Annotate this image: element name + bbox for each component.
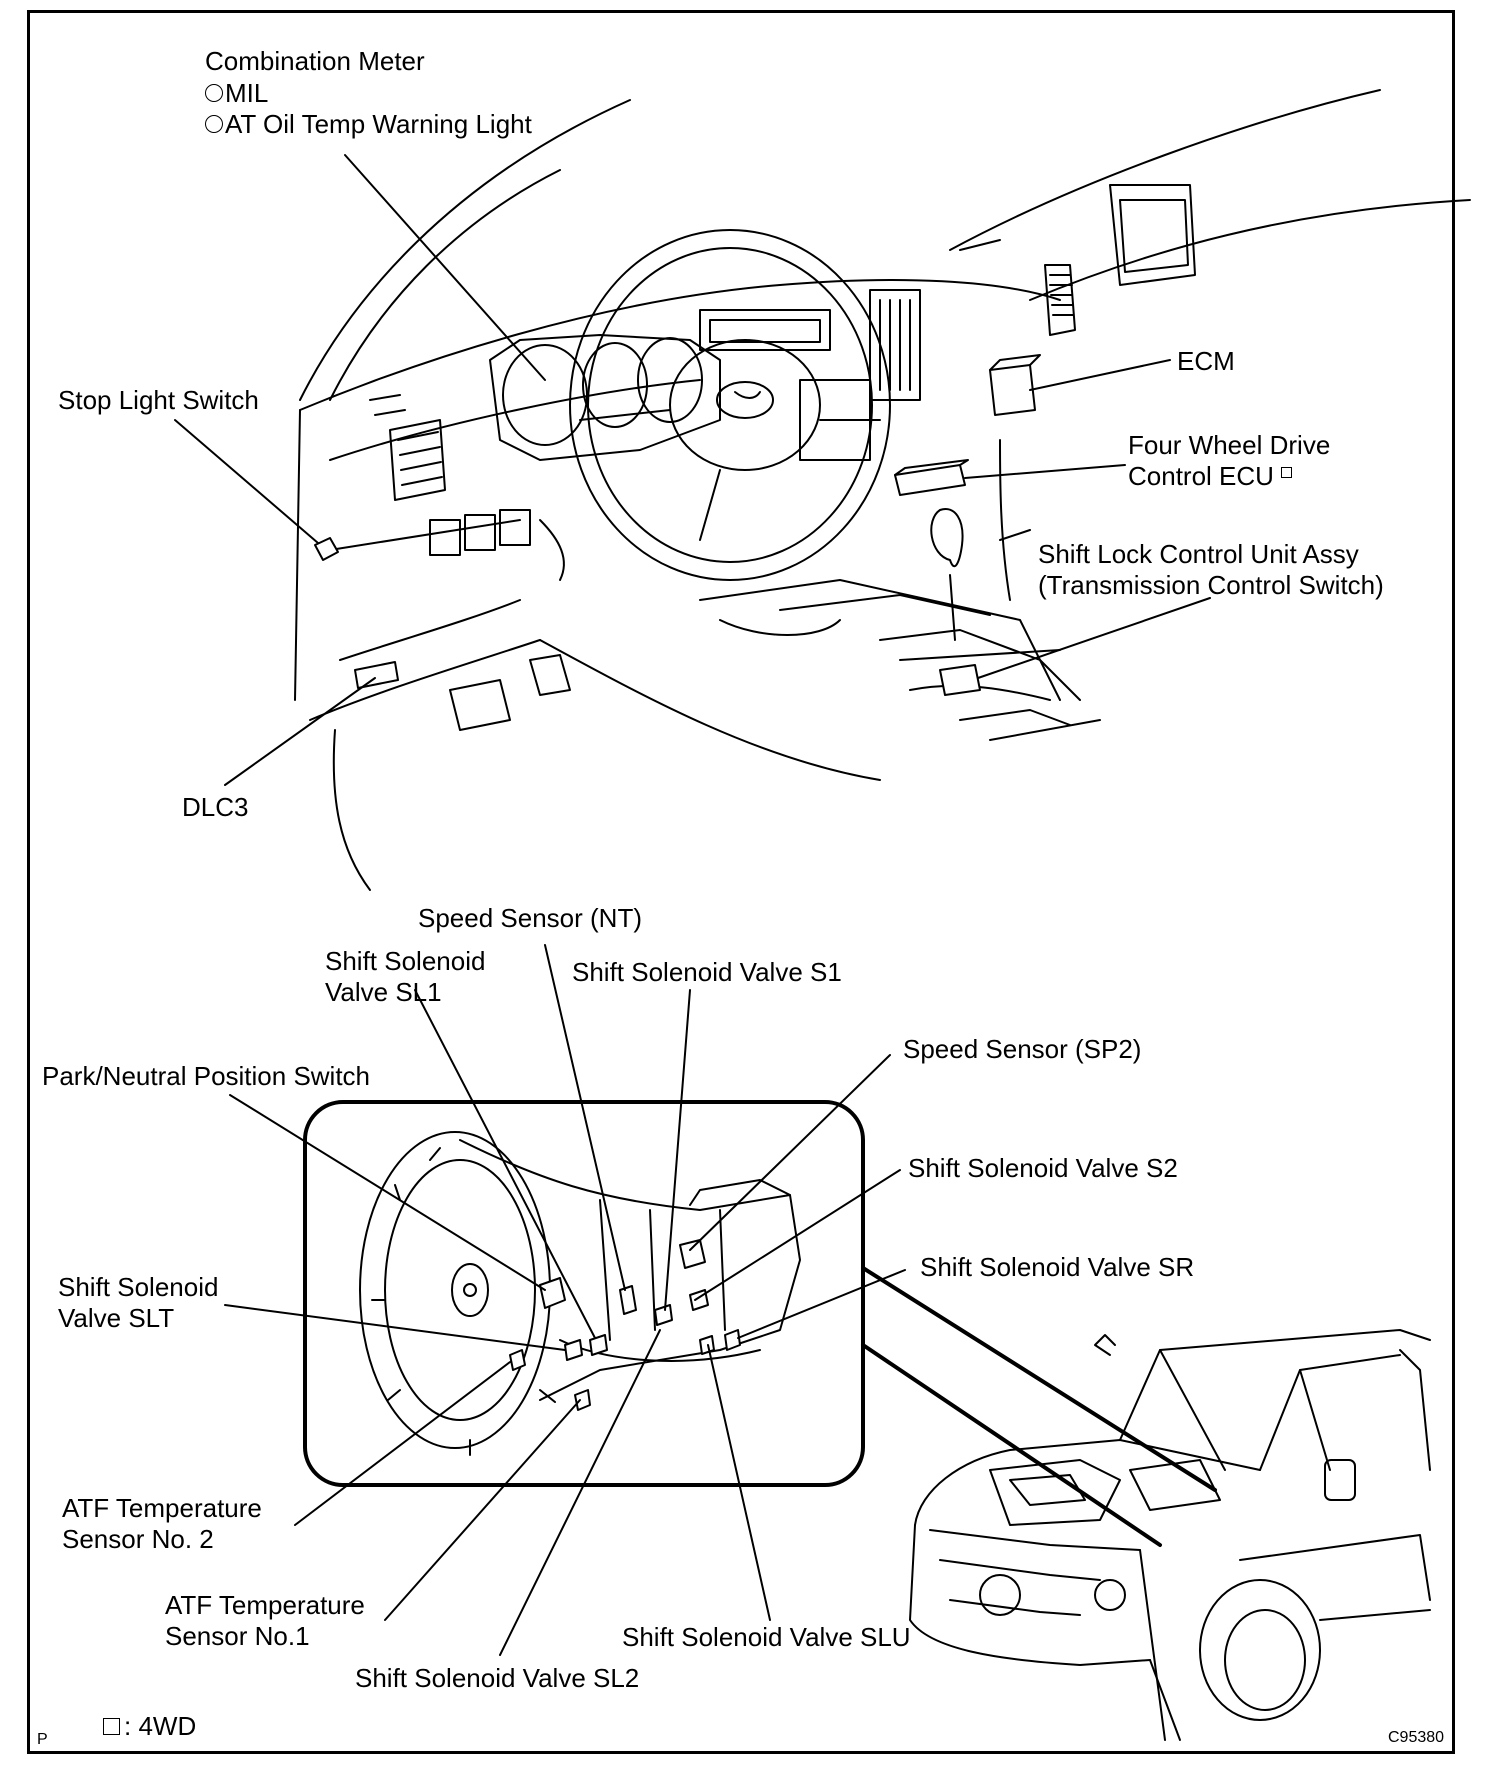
dlc3-connector <box>354 661 399 689</box>
stop-light-switch <box>314 537 339 561</box>
ecm-box <box>989 364 1036 416</box>
dashboard-leader-lines <box>174 154 1211 786</box>
label-s2: Shift Solenoid Valve S2 <box>908 1153 1178 1183</box>
label-dlc3: DLC3 <box>182 792 249 822</box>
label-slu: Shift Solenoid Valve SLU <box>622 1622 911 1652</box>
label-four-wd-ecu-line2: Control ECU <box>1128 461 1274 491</box>
label-stop-light-switch: Stop Light Switch <box>58 385 259 415</box>
transmission-illustration <box>359 1131 801 1456</box>
label-speed-sensor-nt: Speed Sensor (NT) <box>418 903 642 933</box>
legend-4wd-text: : 4WD <box>124 1711 197 1741</box>
label-sl1-line1: Shift Solenoid <box>325 946 486 976</box>
label-mil: MIL <box>225 78 269 108</box>
label-sl2: Shift Solenoid Valve SL2 <box>355 1663 640 1693</box>
legend-4wd: : 4WD <box>103 1711 196 1742</box>
side-mirror-outline <box>1109 184 1196 286</box>
label-combination-meter: Combination Meter <box>205 46 425 76</box>
vehicle-illustration <box>909 1329 1431 1741</box>
label-park-neutral: Park/Neutral Position Switch <box>42 1061 371 1091</box>
shift-lock-unit <box>939 664 981 696</box>
instrument-cluster <box>489 334 721 461</box>
label-slt-line1: Shift Solenoid <box>58 1272 219 1302</box>
detail-connector-lines <box>861 1266 1217 1547</box>
label-shift-lock-line2: (Transmission Control Switch) <box>1038 570 1384 600</box>
label-atf1-line1: ATF Temperature <box>165 1590 365 1620</box>
label-at-oil-temp-row: AT Oil Temp Warning Light <box>205 109 532 140</box>
steering-wheel <box>569 229 891 581</box>
label-sr: Shift Solenoid Valve SR <box>920 1252 1195 1282</box>
transmission-leader-lines <box>224 944 906 1656</box>
label-s1: Shift Solenoid Valve S1 <box>572 957 842 987</box>
label-speed-sensor-sp2: Speed Sensor (SP2) <box>903 1034 1142 1064</box>
label-sl1-line2: Valve SL1 <box>325 977 442 1007</box>
page-marker: P <box>37 1731 48 1748</box>
4wd-square-marker-icon <box>1281 467 1293 478</box>
label-at-oil-temp: AT Oil Temp Warning Light <box>225 109 532 139</box>
label-slt-line2: Valve SLT <box>58 1303 175 1333</box>
label-atf2-line1: ATF Temperature <box>62 1493 262 1523</box>
circle-marker-icon <box>205 115 223 134</box>
label-atf2-line2: Sensor No. 2 <box>62 1524 214 1554</box>
label-ecm: ECM <box>1177 346 1235 376</box>
label-mil-row: MIL <box>205 78 268 109</box>
4wd-square-marker-icon <box>103 1717 120 1735</box>
label-shift-lock-line1: Shift Lock Control Unit Assy <box>1038 539 1359 569</box>
dashboard-illustration <box>294 89 1471 891</box>
label-four-wd-ecu-row: Control ECU <box>1128 461 1293 492</box>
circle-marker-icon <box>205 84 223 103</box>
label-four-wd-ecu-line1: Four Wheel Drive <box>1128 430 1331 460</box>
label-atf1-line2: Sensor No.1 <box>165 1621 310 1651</box>
figure-code: C95380 <box>1388 1729 1445 1746</box>
transmission-detail-box <box>303 1100 865 1487</box>
four-wd-ecu-box <box>894 464 966 496</box>
figure-frame <box>27 10 1455 1754</box>
